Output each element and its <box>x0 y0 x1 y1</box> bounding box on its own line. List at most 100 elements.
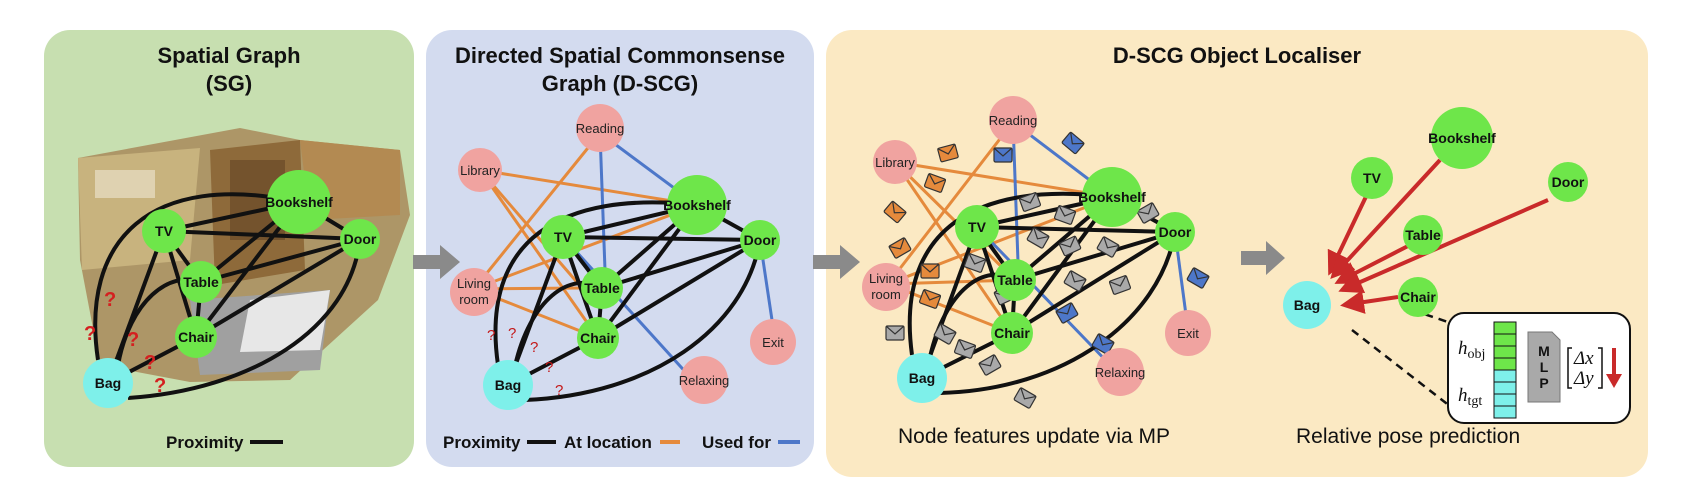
mp-caption: Node features update via MP <box>898 425 1170 448</box>
sg-unknown-marks: ? ? ? ? ? <box>84 289 166 397</box>
node-bag <box>1283 281 1331 329</box>
node-bookshelf-label: Bookshelf <box>265 194 333 210</box>
node-bag-label: Bag <box>1294 297 1320 313</box>
mlp-inset: hobj htgt M L P Δx Δy <box>1447 312 1631 424</box>
node-tv-label: TV <box>968 219 987 235</box>
node-reading <box>989 96 1037 144</box>
sg-edges <box>93 192 362 400</box>
node-living-room-label-2: room <box>459 292 489 307</box>
dscg-unknown-marks: ? ? ? ? ? <box>487 325 563 399</box>
node-bag-label: Bag <box>95 375 121 391</box>
node-table <box>994 259 1036 301</box>
dscg-legend: Proximity At location Used for <box>443 433 800 452</box>
pose-caption: Relative pose prediction <box>1296 425 1521 448</box>
node-chair <box>991 312 1033 354</box>
node-door <box>740 220 780 260</box>
node-living-room-label-2: room <box>871 287 901 302</box>
node-bookshelf <box>667 175 727 235</box>
node-living-room <box>862 263 910 311</box>
node-tv <box>1351 157 1393 199</box>
node-bookshelf <box>1431 107 1493 169</box>
unknown-mark: ? <box>545 359 553 376</box>
node-table <box>581 267 623 309</box>
node-door-label: Door <box>1159 224 1192 240</box>
node-reading <box>576 104 624 152</box>
sg-legend-proximity: Proximity <box>166 433 244 452</box>
flow-arrow <box>1241 241 1285 275</box>
unknown-mark: ? <box>555 382 563 399</box>
flow-arrow <box>413 245 460 279</box>
mp-nodes: Library Reading Living room Exit Relaxin… <box>862 96 1211 403</box>
node-bookshelf <box>267 170 331 234</box>
node-tv <box>142 209 186 253</box>
unknown-mark: ? <box>84 323 96 345</box>
unknown-mark: ? <box>104 289 116 311</box>
unknown-mark: ? <box>487 327 495 344</box>
node-relaxing-label: Relaxing <box>679 373 730 388</box>
dscg-legend-location: At location <box>564 433 652 452</box>
node-bag <box>83 358 133 408</box>
node-library <box>873 140 917 184</box>
node-chair-label: Chair <box>178 329 214 345</box>
node-living-room-label-1: Living <box>869 271 903 286</box>
node-library-label: Library <box>875 155 915 170</box>
node-chair-label: Chair <box>1400 289 1436 305</box>
node-library <box>458 148 502 192</box>
dscg-nodes: Library Reading Living room Exit Relaxin… <box>450 104 796 410</box>
node-door-label: Door <box>344 231 377 247</box>
node-table-label: Table <box>584 280 620 296</box>
sg-nodes: TV Bookshelf Door Table Chair Bag <box>83 170 380 408</box>
node-bookshelf-label: Bookshelf <box>1428 130 1496 146</box>
node-tv <box>955 205 999 249</box>
dscg-legend-proximity: Proximity <box>443 433 521 452</box>
h-tgt-label: htgt <box>1458 385 1482 409</box>
sg-title-line1: Spatial Graph <box>157 43 301 68</box>
node-living-room-label-1: Living <box>457 276 491 291</box>
node-exit <box>1165 310 1211 356</box>
node-bag <box>483 360 533 410</box>
node-table <box>180 261 222 303</box>
node-bag <box>897 353 947 403</box>
mlp-letter-m: M <box>1538 343 1550 359</box>
node-chair <box>577 317 619 359</box>
node-table-label: Table <box>997 272 1033 288</box>
node-relaxing <box>1096 348 1144 396</box>
dscg-edges <box>472 131 777 402</box>
node-exit-label: Exit <box>1177 326 1199 341</box>
node-door <box>1155 212 1195 252</box>
node-relaxing-label: Relaxing <box>1095 365 1146 380</box>
dscg-title-line1: Directed Spatial Commonsense <box>454 43 786 68</box>
node-relaxing <box>680 356 728 404</box>
node-table-label: Table <box>1405 227 1441 243</box>
node-bag-label: Bag <box>495 377 521 393</box>
node-table <box>1403 215 1443 255</box>
dscg-title: Directed Spatial Commonsense Graph (D-SC… <box>426 42 814 98</box>
node-library-label: Library <box>460 163 500 178</box>
node-chair-label: Chair <box>994 325 1030 341</box>
flow-arrow <box>813 245 860 279</box>
node-living-room <box>450 268 498 316</box>
mlp-letter-l: L <box>1540 359 1549 375</box>
delta-y-label: Δy <box>1573 368 1594 389</box>
node-exit-label: Exit <box>762 335 784 350</box>
unknown-mark: ? <box>530 339 538 356</box>
mlp-block <box>1527 331 1561 403</box>
pose-arrows <box>1327 158 1549 314</box>
node-door-label: Door <box>744 232 777 248</box>
node-reading-label: Reading <box>989 113 1037 128</box>
mlp-letter-p: P <box>1539 375 1548 391</box>
flow-arrows <box>413 241 1285 279</box>
node-bookshelf <box>1082 167 1142 227</box>
localiser-title: D-SCG Object Localiser <box>1112 43 1362 68</box>
node-exit <box>750 319 796 365</box>
pose-dashes <box>1351 308 1456 411</box>
node-chair-label: Chair <box>580 330 616 346</box>
delta-x-label: Δx <box>1573 348 1594 369</box>
sg-title: Spatial Graph (SG) <box>44 42 414 98</box>
node-bookshelf-label: Bookshelf <box>663 197 731 213</box>
unknown-mark: ? <box>154 375 166 397</box>
node-bookshelf-label: Bookshelf <box>1078 189 1146 205</box>
node-tv-label: TV <box>554 229 573 245</box>
pose-nodes: TV Bookshelf Door Table Chair Bag <box>1283 107 1588 329</box>
